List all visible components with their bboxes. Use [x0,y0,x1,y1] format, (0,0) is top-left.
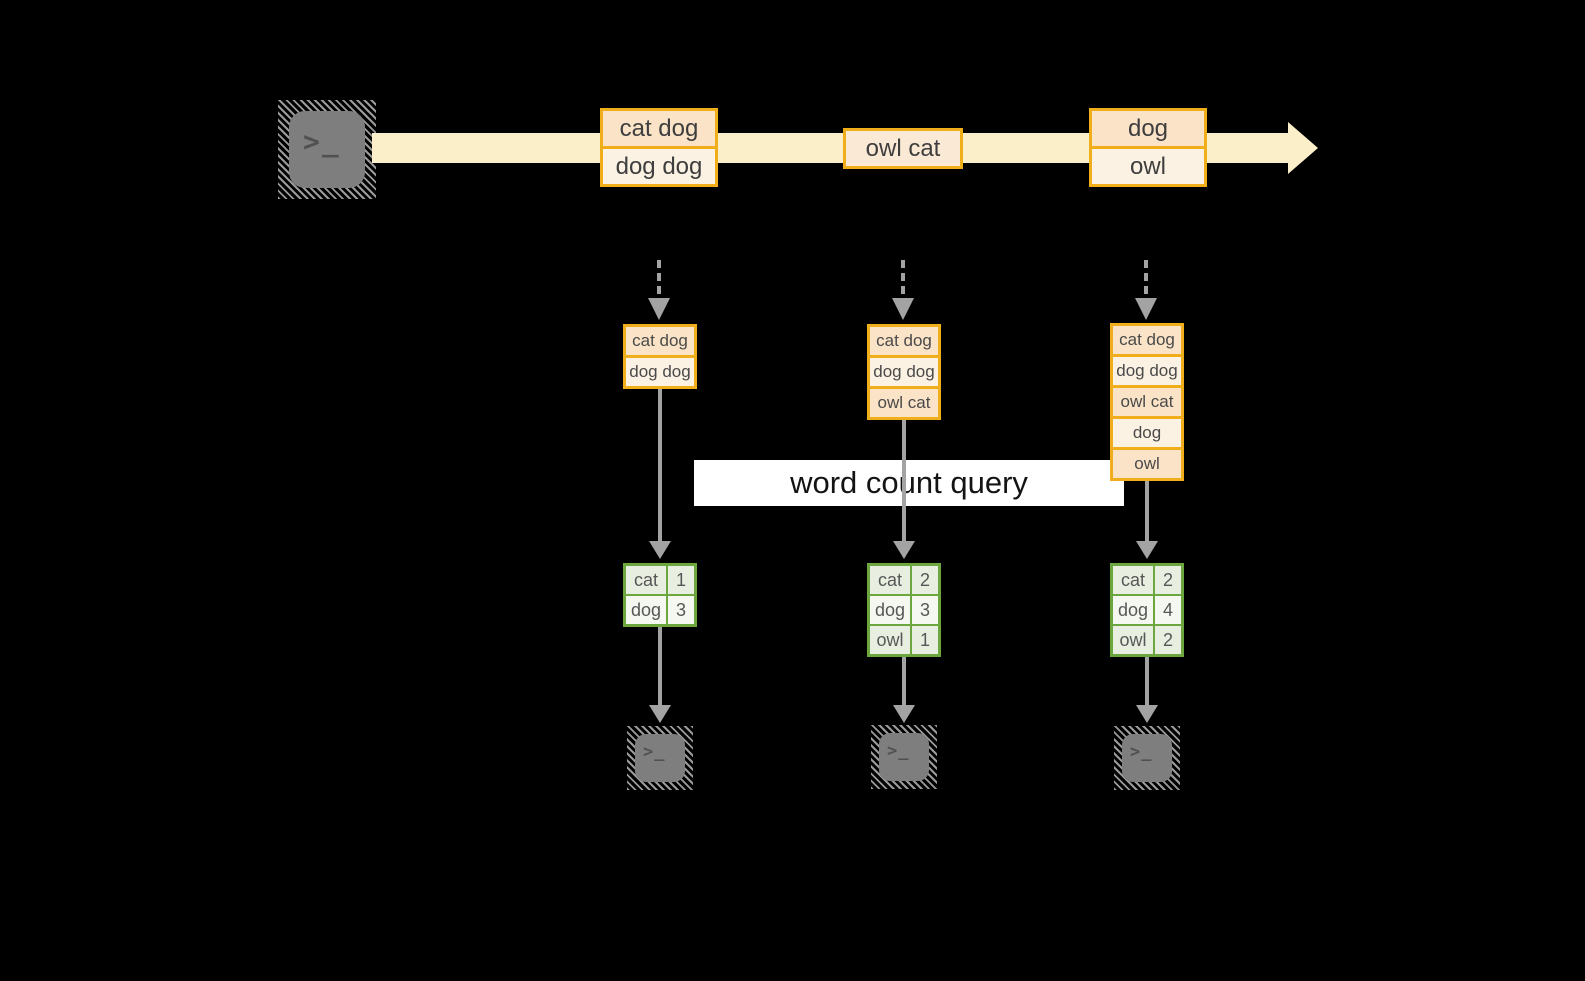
terminal-prompt-icon: >_ [1130,742,1153,762]
terminal-screen: >_ [635,734,685,782]
word-count-table-2: cat 2 dog 3 owl 1 [867,563,941,657]
terminal-prompt-icon: >_ [643,742,666,762]
count-cell: 3 [910,596,938,624]
event-line: dog [1092,111,1204,146]
state-buffer-2: cat dog dog dog owl cat [867,324,941,420]
query-arrow-line-2 [902,420,906,541]
table-row: owl 1 [870,624,938,654]
word-cell: cat [633,570,658,590]
stream-event-2: owl cat [843,128,963,169]
state-line: dog [1113,416,1181,447]
word-cell: cat [877,570,902,590]
count-cell: 2 [910,566,938,594]
state-line: dog dog [626,355,694,386]
state-buffer-1: cat dog dog dog [623,324,697,389]
query-arrow-head-icon-3 [1136,541,1158,559]
state-line: cat dog [626,327,694,355]
query-arrow-head-icon-2 [893,541,915,559]
event-line: owl [1092,146,1204,184]
state-line: cat dog [1113,326,1181,354]
state-line: dog dog [1113,354,1181,385]
word-cell: owl [876,630,904,650]
event-line: owl cat [846,131,960,166]
table-row: dog 3 [870,594,938,624]
ingest-arrow-head-icon-1 [648,298,670,320]
state-line: dog dog [870,355,938,386]
ingest-arrow-head-icon-3 [1135,298,1157,320]
ingest-arrow-head-icon-2 [892,298,914,320]
word-count-table-1: cat 1 dog 3 [623,563,697,627]
query-label-band: word count query [694,460,1124,506]
ingest-arrow-line-3 [1144,260,1148,294]
count-cell: 2 [1153,566,1181,594]
table-row: cat 2 [1113,566,1181,594]
sink-arrow-line-3 [1145,657,1149,705]
word-cell: owl [1119,630,1147,650]
word-cell: dog [874,600,906,620]
table-row: dog 4 [1113,594,1181,624]
terminal-screen: >_ [289,111,365,188]
ingest-arrow-line-2 [901,260,905,294]
table-row: dog 3 [626,594,694,624]
stream-event-3: dog owl [1089,108,1207,187]
word-cell: dog [1117,600,1149,620]
sink-arrow-line-2 [902,657,906,705]
terminal-prompt-icon: >_ [887,741,910,761]
sink-arrow-head-icon-3 [1136,705,1158,723]
sink-arrow-line-1 [658,627,662,705]
word-cell: dog [630,600,662,620]
stream-event-1: cat dog dog dog [600,108,718,187]
terminal-screen: >_ [879,733,929,781]
terminal-screen: >_ [1122,734,1172,782]
terminal-prompt-icon: >_ [303,125,341,158]
event-line: cat dog [603,111,715,146]
ingest-arrow-line-1 [657,260,661,294]
word-count-table-3: cat 2 dog 4 owl 2 [1110,563,1184,657]
query-label: word count query [790,465,1028,500]
source-terminal-icon: >_ [278,100,376,199]
sink-terminal-icon-1: >_ [627,726,693,790]
sink-arrow-head-icon-1 [649,705,671,723]
state-buffer-3: cat dog dog dog owl cat dog owl [1110,323,1184,481]
state-line: owl [1113,447,1181,478]
table-row: cat 1 [626,566,694,594]
count-cell: 1 [910,626,938,654]
query-arrow-line-3 [1145,481,1149,541]
table-row: owl 2 [1113,624,1181,654]
stream-timeline-arrowhead-icon [1288,122,1318,174]
word-cell: cat [1120,570,1145,590]
count-cell: 1 [666,566,694,594]
event-line: dog dog [603,146,715,184]
table-row: cat 2 [870,566,938,594]
sink-terminal-icon-3: >_ [1114,726,1180,790]
count-cell: 4 [1153,596,1181,624]
query-arrow-line-1 [658,389,662,541]
query-arrow-head-icon-1 [649,541,671,559]
state-line: cat dog [870,327,938,355]
state-line: owl cat [1113,385,1181,416]
count-cell: 2 [1153,626,1181,654]
count-cell: 3 [666,596,694,624]
state-line: owl cat [870,386,938,417]
sink-arrow-head-icon-2 [893,705,915,723]
sink-terminal-icon-2: >_ [871,725,937,789]
